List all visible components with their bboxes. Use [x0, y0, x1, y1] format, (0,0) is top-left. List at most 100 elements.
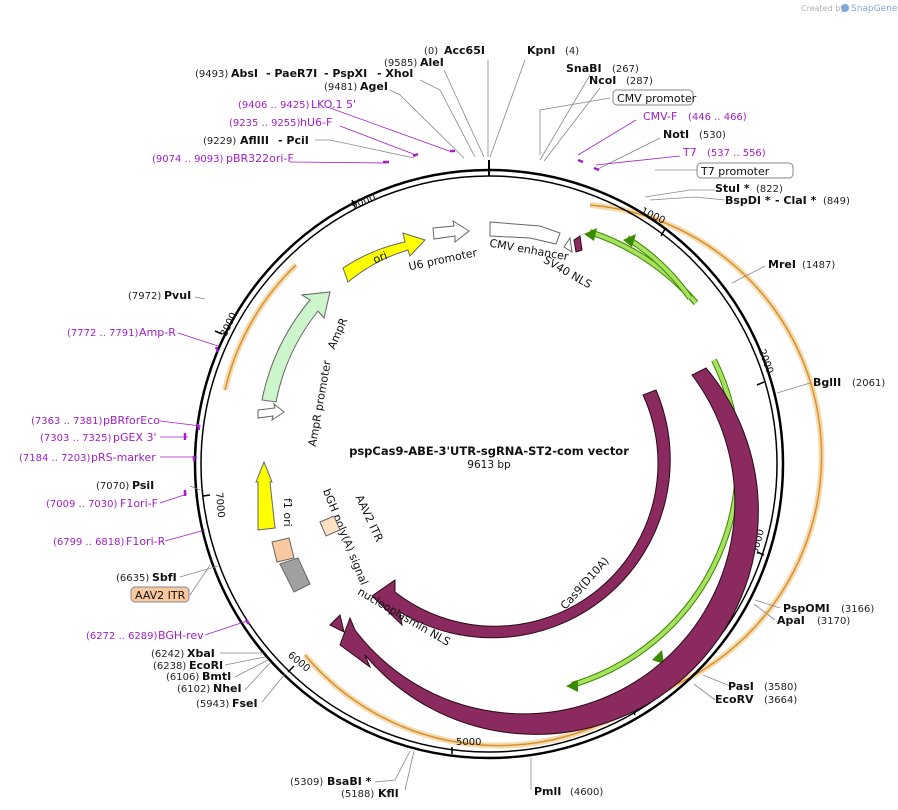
enzyme-fsei: FseI	[232, 697, 258, 710]
enzyme-mrei: MreI	[768, 258, 796, 271]
enzyme-acc65i-pos: (0)	[424, 46, 438, 57]
enzyme-absi: AbsI	[231, 67, 258, 80]
enzyme-pmli: PmlI	[534, 785, 561, 798]
enzyme-ncoi: NcoI	[589, 74, 616, 87]
enzyme-ecorv: EcoRV	[715, 693, 754, 706]
cas9-green-arrowhead-4	[652, 650, 664, 664]
u6-promoter-arrow	[432, 219, 470, 244]
snapgene-logo-icon	[841, 4, 849, 12]
enzyme-ecori: EcoRI	[189, 659, 223, 672]
enzyme-leaders	[179, 59, 811, 791]
enzyme-kpni: KpnI	[527, 44, 555, 57]
ori-label: ori	[371, 249, 389, 266]
enzyme-stui: StuI *	[715, 182, 750, 195]
primer-t7-range: (537 .. 556)	[707, 148, 766, 159]
enzyme-alei: AleI	[420, 56, 444, 69]
enzyme-psii: PsiI	[132, 479, 154, 492]
primer-pbrforeco-range: (7363 .. 7381)	[31, 416, 103, 427]
ampr-label: AmpR	[325, 316, 350, 352]
enzyme-mrei-pos: (1487)	[802, 260, 835, 271]
primer-f1orif-range: (7009 .. 7030)	[46, 499, 118, 510]
aav2-itr-box	[130, 586, 190, 603]
cas9-green-arrowhead-2	[623, 234, 636, 247]
enzyme-bsabi: BsaBI *	[327, 775, 372, 788]
cas9-label: Cas9	[606, 621, 634, 649]
aav2-itr-box-inner	[271, 537, 295, 563]
cmv-promoter-box	[612, 89, 694, 106]
enzyme-nhei-pos: (6102)	[177, 684, 210, 695]
enzyme-stui-pos: (822)	[756, 184, 783, 195]
enzyme-bglii-pos: (2061)	[852, 378, 885, 389]
enzyme-kpni-pos: (4)	[565, 46, 579, 57]
primer-cmvf-range: (446 .. 466)	[688, 112, 747, 123]
enzyme-paer7i: - PaeR7I	[266, 67, 317, 80]
cas9-green-arrowhead-3	[566, 680, 578, 692]
enzyme-ecorv-pos: (3664)	[764, 695, 797, 706]
enzyme-bspdi: BspDI *	[725, 194, 771, 207]
enzyme-apai-pos: (3170)	[817, 616, 850, 627]
enzyme-pasi: PasI	[728, 680, 754, 693]
enzyme-acc65i: Acc65I	[444, 44, 485, 57]
enzyme-noti: NotI	[663, 128, 689, 141]
t7-promoter-box	[696, 162, 794, 179]
enzyme-sbfi-pos: (6635)	[116, 573, 149, 584]
u6-promoter-label: U6 promoter	[407, 246, 478, 273]
primer-prsmarker-range: (7184 .. 7203)	[19, 453, 91, 464]
plasmid-title: pspCas9-ABE-3'UTR-sgRNA-ST2-com vector	[349, 444, 629, 458]
tick-label-5000: 5000	[456, 737, 481, 748]
ori-arrow	[342, 232, 426, 283]
orf-arcs	[222, 202, 825, 749]
enzyme-pspxi: - PspXI	[324, 67, 367, 80]
enzyme-pasi-pos: (3580)	[764, 682, 797, 693]
ampr-promoter-label: AmpR promoter	[306, 359, 334, 448]
primer-lko1-range: (9406 .. 9425)	[238, 100, 310, 111]
enzyme-bmti-pos: (6106)	[166, 672, 199, 683]
primer-pbr322orif: pBR322ori-F	[226, 152, 294, 165]
primer-f1orif: F1ori-F	[120, 497, 158, 510]
primer-pins	[159, 107, 681, 636]
enzyme-apai: ApaI	[777, 614, 805, 627]
nucleoplasmin-nls-arrow	[329, 614, 345, 633]
primer-pbr322orif-range: (9074 .. 9093)	[152, 154, 224, 165]
enzyme-aflIII-pos: (9229)	[203, 136, 236, 147]
primer-t7: T7	[682, 146, 697, 159]
f1-ori-arrow	[255, 460, 276, 531]
sv40-nls-arrow	[573, 235, 583, 253]
enzyme-agei-pos: (9481)	[324, 82, 357, 93]
enzyme-snabi-pos: (267)	[612, 64, 639, 75]
primer-bghrev-range: (6272 .. 6289)	[86, 631, 158, 642]
enzyme-pvui: PvuI	[164, 289, 191, 302]
enzyme-bmti: BmtI	[202, 670, 231, 683]
enzyme-fsei-pos: (5943)	[196, 699, 229, 710]
enzyme-nhei: NheI	[213, 682, 242, 695]
primer-f1orir: F1ori-R	[126, 535, 166, 548]
primer-ticks	[183, 149, 600, 625]
enzyme-kfli: KflI	[378, 787, 399, 800]
cas9-arrow-outer	[339, 367, 759, 735]
aav2-itr-right-box	[319, 515, 341, 537]
enzyme-afliii: AflIII	[240, 134, 269, 147]
enzyme-pmli-pos: (4600)	[570, 787, 603, 798]
primer-ampr: Amp-R	[139, 326, 176, 339]
enzyme-bspdi-pos: (849)	[823, 196, 850, 207]
f1-ori-label: f1 ori	[281, 498, 294, 527]
enzyme-ecori-pos: (6238)	[153, 661, 186, 672]
tick-label-7000: 7000	[213, 492, 226, 518]
tick-label-9000: 9000	[350, 192, 378, 212]
primer-f1orir-range: (6799 .. 6818)	[53, 537, 125, 548]
aav2-itr-label: AAV2 ITR	[135, 589, 186, 602]
enzyme-sbfi: SbfI	[152, 571, 177, 584]
primer-bghrev: BGH-rev	[158, 629, 204, 642]
aav2-itr-feature-label: AAV2 ITR	[353, 493, 386, 544]
enzyme-bsabi-pos: (5309)	[290, 777, 323, 788]
cmv-enhancer-arrow	[489, 221, 561, 245]
primer-ampr-range: (7772 .. 7791)	[67, 328, 139, 339]
primer-hu6f-range: (9235 .. 9255)	[229, 118, 301, 129]
cas9-green-arrowhead-1	[584, 228, 597, 241]
primer-pgex3-range: (7303 .. 7325)	[40, 433, 112, 444]
plasmid-length: 9613 bp	[467, 459, 511, 471]
credit-prefix: Created by	[801, 4, 845, 13]
credit-brand: SnapGene	[851, 4, 898, 14]
enzyme-snabi: SnaBI	[566, 62, 602, 75]
